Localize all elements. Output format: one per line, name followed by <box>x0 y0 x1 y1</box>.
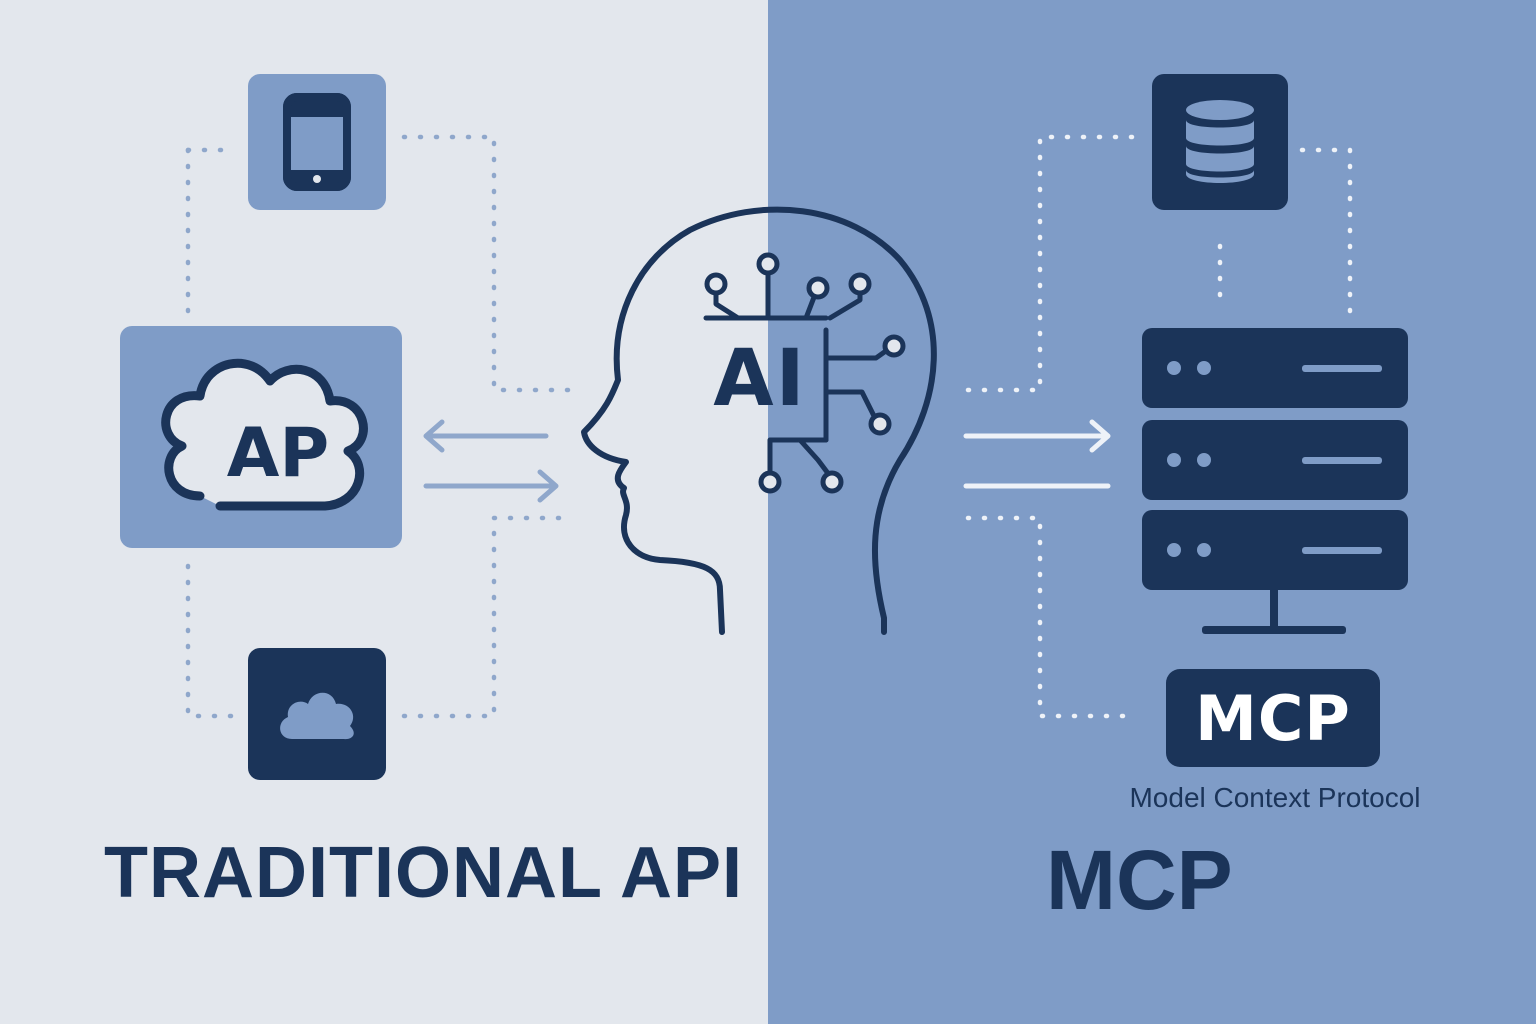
arrow-right <box>423 469 559 503</box>
server-unit <box>1142 328 1408 408</box>
cloud-api-icon <box>161 358 368 511</box>
database-tile <box>1152 74 1288 210</box>
mobile-phone-icon <box>283 93 351 191</box>
head-outline <box>581 206 937 635</box>
arrow-left <box>423 419 549 453</box>
cloud-tile <box>248 648 386 780</box>
api-label: AP <box>226 414 330 493</box>
traditional-api-title: TRADITIONAL API <box>104 833 743 913</box>
circuit-traces <box>703 267 893 479</box>
arrow-right <box>963 419 1111 453</box>
dotted-connector <box>965 515 1139 719</box>
mcp-subtitle: Model Context Protocol <box>1129 782 1421 813</box>
server-base <box>1202 626 1346 634</box>
dotted-connector <box>185 563 237 719</box>
api-cloud-tile <box>120 326 402 548</box>
server-unit <box>1142 510 1408 590</box>
server-unit <box>1142 420 1408 500</box>
cloud-icon <box>280 692 354 740</box>
mcp-badge: MCP <box>1166 669 1380 767</box>
server-stand <box>1270 590 1278 630</box>
database-icon <box>1186 100 1254 183</box>
dotted-connector <box>1299 147 1353 317</box>
mcp-title: MCP <box>1046 833 1233 927</box>
mobile-tile <box>248 74 386 210</box>
ai-label: AI <box>713 334 807 424</box>
circuit-nodes <box>704 252 906 494</box>
